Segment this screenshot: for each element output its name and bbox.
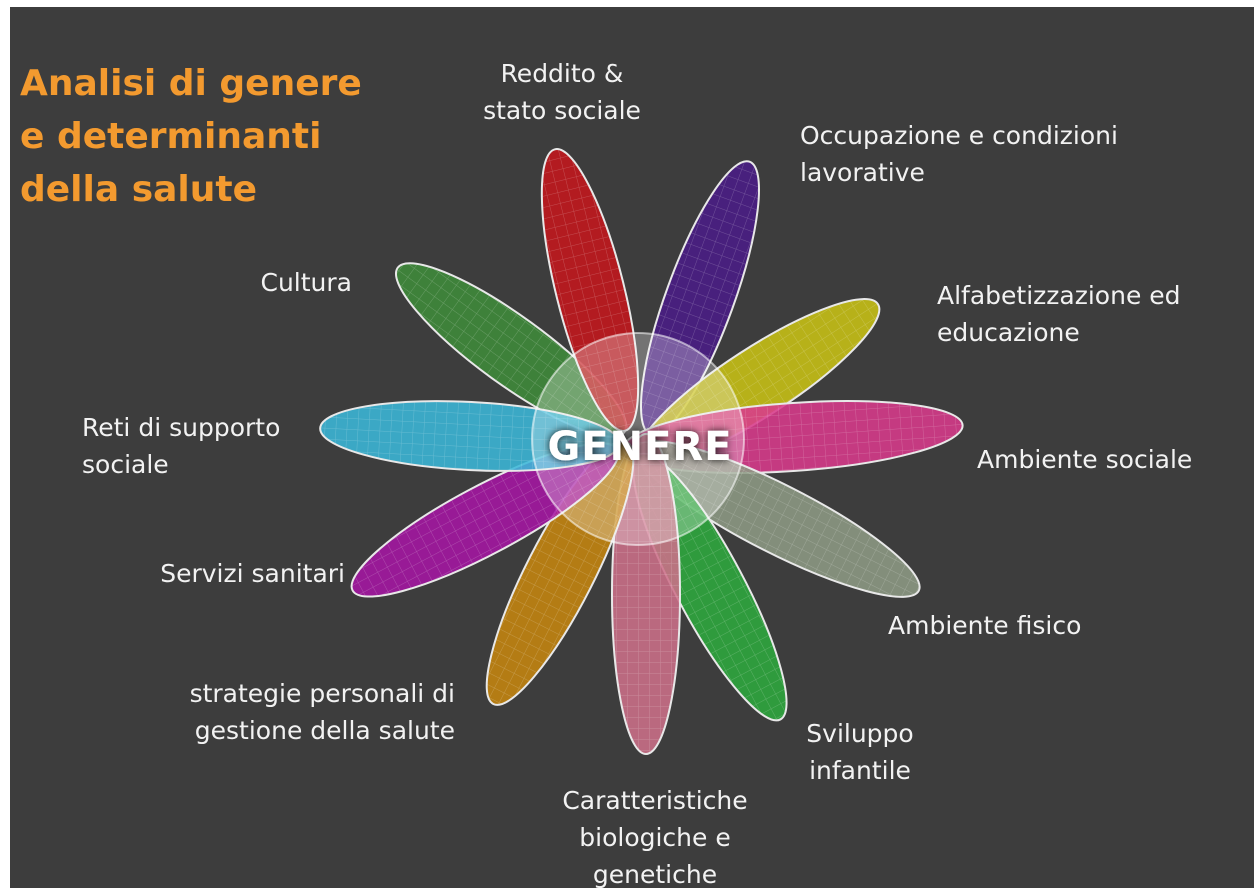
genere-center-circle (531, 332, 745, 546)
petals (319, 148, 964, 755)
petal-label-servizi: Servizi sanitari (160, 559, 345, 588)
slide: Analisi di genere e determinanti della s… (10, 7, 1254, 888)
petal-caratteristiche (611, 433, 681, 755)
petal-label-caratteristiche: Caratteristiche biologiche e genetiche (562, 786, 748, 888)
petal-reti-grid (321, 402, 619, 470)
petal-servizi-grid (352, 444, 618, 596)
petal-label-strategie: strategie personali di gestione della sa… (189, 679, 455, 745)
genere-label: GENERE (547, 424, 732, 470)
petal-reti (319, 400, 621, 472)
slide-title: Analisi di genere e determinanti della s… (20, 63, 362, 210)
petal-label-reddito: Reddito & stato sociale (483, 59, 641, 125)
gender-determinants-flower: GENERE (319, 148, 964, 755)
petal-label-sviluppo: Sviluppo infantile (806, 719, 914, 785)
petal-occupazione-grid (641, 162, 759, 434)
petal-reddito-grid (542, 150, 638, 430)
petal-ambiente-fisico-grid (637, 441, 919, 597)
petal-cultura (394, 262, 628, 438)
petal-label-cultura: Cultura (260, 268, 353, 297)
petal-label-alfabetizzazione: Alfabetizzazione ed educazione (937, 281, 1181, 347)
petal-strategie-grid (487, 442, 633, 704)
petal-label-occupazione: Occupazione e condizioni lavorative (800, 121, 1118, 187)
petal-strategie (485, 440, 635, 706)
petal-label-ambiente-fisico: Ambiente fisico (888, 611, 1082, 640)
petal-label-reti: Reti di supporto sociale (82, 413, 281, 479)
petal-reddito (540, 148, 640, 432)
petal-caratteristiche-grid (613, 435, 679, 753)
petal-label-ambiente-sociale: Ambiente sociale (977, 445, 1193, 474)
petal-cultura-grid (396, 264, 626, 436)
